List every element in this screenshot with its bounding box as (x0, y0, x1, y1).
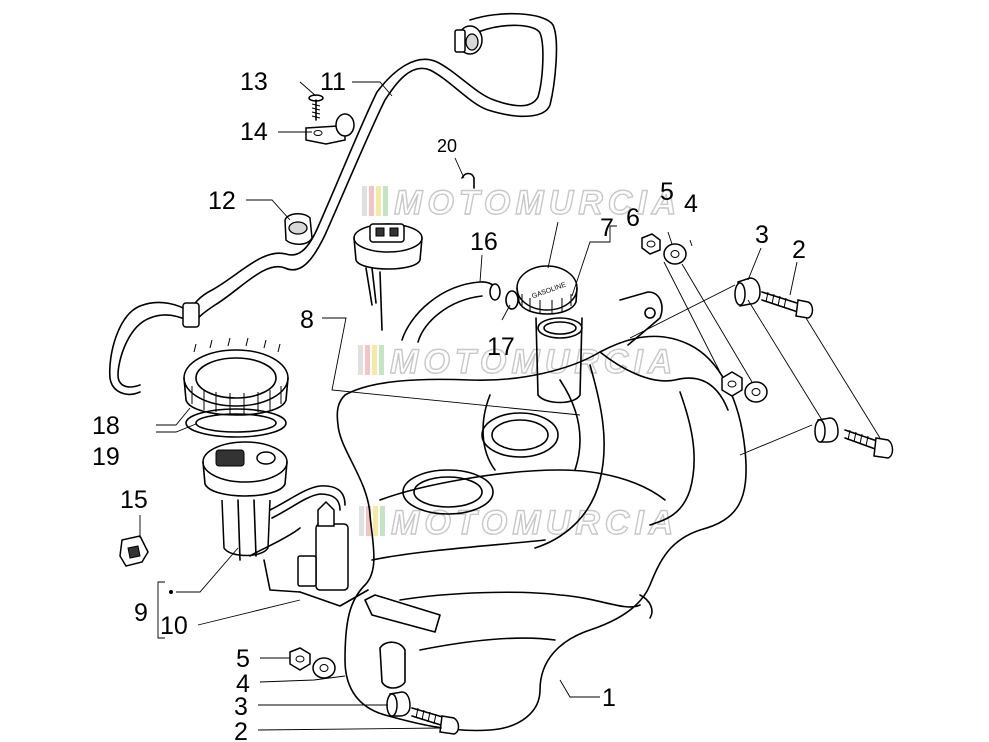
fuel-level-sender (353, 223, 423, 331)
hose-clip (284, 213, 313, 245)
callout-17: 17 (487, 333, 515, 361)
nut-top (641, 233, 661, 255)
ring-nut (183, 337, 289, 416)
watermark-text-top: MOTOMURCIA (394, 184, 681, 222)
leader-lines (139, 81, 881, 731)
washer-middle (744, 381, 768, 403)
callout-18: 18 (92, 412, 120, 440)
pump-clip (119, 535, 149, 567)
callout-3-bottom: 3 (234, 693, 248, 721)
watermark-text-bottom: MOTOMURCIA (391, 504, 678, 542)
callout-14: 14 (240, 118, 268, 146)
bolt-bottom (411, 707, 460, 735)
fuel-tank (336, 291, 747, 732)
callout-11: 11 (320, 68, 346, 96)
callout-4-top: 4 (684, 190, 698, 218)
callout-2-top: 2 (792, 236, 806, 264)
callout-7: 7 (600, 214, 614, 242)
nut-bottom (289, 647, 311, 671)
callout-8: 8 (300, 306, 314, 334)
washer-top (663, 243, 687, 265)
watermark-middle: MOTOMURCIA (358, 342, 673, 382)
fuel-pump (202, 441, 369, 607)
callout-6: 6 (626, 204, 640, 232)
bolt-middle (844, 429, 894, 459)
watermark-bottom: MOTOMURCIA (359, 503, 678, 543)
callout-2-bottom: 2 (234, 718, 248, 742)
washer-bottom (312, 657, 336, 679)
callout-16: 16 (470, 228, 498, 256)
breather-hose (108, 12, 558, 396)
callout-5-bottom: 5 (236, 645, 250, 673)
cap-gasket (537, 317, 583, 339)
screw-and-bracket (305, 94, 355, 145)
callout-5-top: 5 (660, 178, 674, 206)
callout-15: 15 (120, 486, 148, 514)
callout-12: 12 (208, 187, 236, 215)
bolt-top (761, 291, 814, 319)
callout-3-top: 3 (755, 221, 769, 249)
pump-seal (185, 408, 287, 438)
watermark-top: MOTOMURCIA (362, 183, 681, 223)
spacer-bottom (386, 691, 411, 717)
callout-4-bottom: 4 (236, 670, 250, 698)
callout-10: 10 (160, 612, 188, 640)
callout-19: 19 (92, 443, 120, 471)
spacer-middle (814, 417, 839, 443)
fuel-hose (401, 281, 501, 343)
fuel-cap: GASOLINE (516, 265, 578, 315)
callout-1: 1 (602, 684, 616, 712)
callout-numbers: 13 11 14 12 20 8 16 17 7 6 5 4 3 2 18 19… (92, 68, 806, 742)
spacer-top (734, 277, 761, 307)
nut-middle (721, 371, 743, 397)
callout-20: 20 (437, 136, 457, 156)
callout-13: 13 (240, 68, 268, 96)
callout-9: 9 (134, 599, 148, 627)
hose-clamp (505, 290, 519, 310)
